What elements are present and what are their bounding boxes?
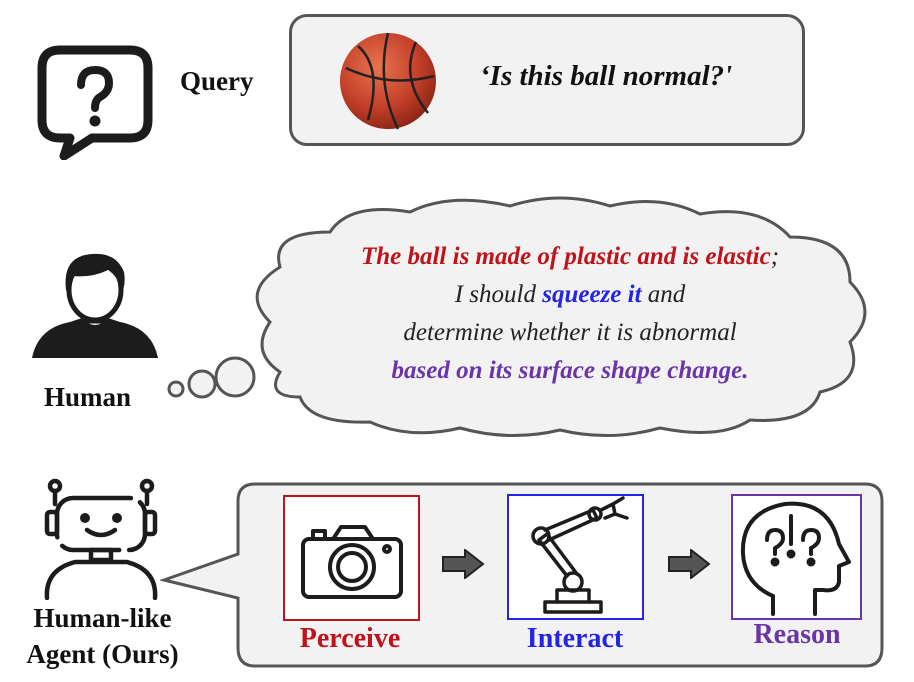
agent-label: Human-like Agent (Ours)	[26, 603, 179, 669]
query-text: ‘Is this ball normal?'	[480, 60, 733, 92]
thought-line-3: determine whether it is abnormal	[403, 319, 737, 346]
reason-box	[731, 494, 862, 620]
head-question-icon	[740, 501, 851, 616]
thought-line-1: The ball is made of plastic and is elast…	[360, 243, 780, 270]
thought-material: The ball is made of plastic and is elast…	[360, 243, 771, 270]
reason-label: Reason	[753, 619, 841, 650]
thought-action: squeeze it	[542, 281, 642, 308]
human-thought: The ball is made of plastic and is elast…	[300, 238, 840, 390]
camera-icon	[301, 525, 403, 599]
human-avatar-icon	[32, 253, 158, 358]
basketball-image	[340, 32, 436, 130]
thought-line-2: I should squeeze it and	[454, 281, 686, 308]
speech-question-icon	[37, 45, 153, 160]
thought-line-4: based on its surface shape change.	[391, 357, 749, 384]
perceive-box	[283, 495, 420, 621]
arrow-right-icon	[668, 549, 711, 579]
query-label: Query	[180, 66, 254, 96]
robot-agent-icon	[44, 478, 158, 600]
perceive-label: Perceive	[299, 623, 401, 654]
human-label: Human	[44, 382, 132, 412]
interact-label: Interact	[526, 623, 624, 654]
robot-arm-icon	[531, 496, 629, 614]
arrow-right-icon	[442, 549, 485, 579]
thought-cloud	[167, 196, 867, 438]
interact-box	[507, 494, 644, 620]
